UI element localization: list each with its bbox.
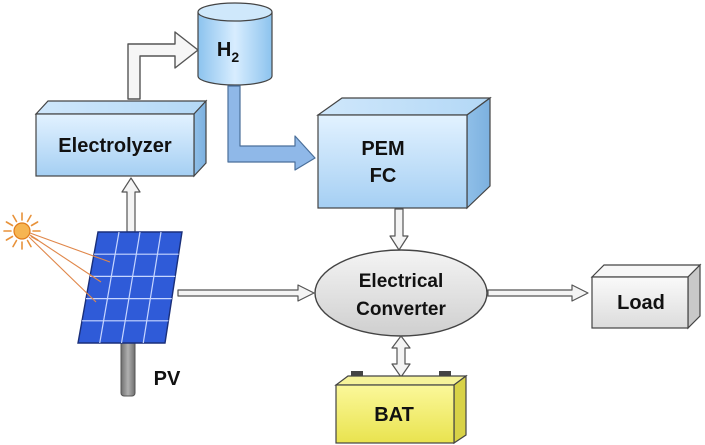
arrow-converter-battery <box>391 335 411 378</box>
pem-fc-label-line1: PEM <box>361 138 404 160</box>
sun-ray <box>26 239 32 248</box>
electrolyzer-label: Electrolyzer <box>58 135 172 157</box>
h2-label: H2 <box>217 39 239 65</box>
panel-grid-line <box>120 231 141 344</box>
solar-panel-icon <box>77 231 183 344</box>
pv-pole <box>120 335 136 397</box>
hydrogen-tank-icon: H2 <box>197 2 273 86</box>
battery-icon: BAT <box>334 371 468 445</box>
electrolyzer-box: Electrolyzer <box>34 99 208 178</box>
battery-label: BAT <box>374 404 414 426</box>
panel-grid-line <box>99 231 120 344</box>
converter-label-line1: Electrical <box>359 271 444 292</box>
sun-icon <box>3 212 111 303</box>
load-box: Load <box>590 263 702 330</box>
arrow-converter-to-load <box>487 284 589 302</box>
sun-ray <box>5 221 14 227</box>
pv-label: PV <box>154 368 181 390</box>
arrow-pv-to-electrolyzer <box>121 177 141 233</box>
sun-ray <box>12 239 18 248</box>
sun-ray <box>5 235 14 241</box>
arrow-pem-to-converter <box>389 208 409 251</box>
arrow-h2-to-pem <box>227 85 316 171</box>
sun-ray <box>26 214 32 223</box>
pem-fc-label-line2: FC <box>370 165 397 187</box>
arrow-pv-to-converter <box>177 284 315 302</box>
pem-fc-box: PEM FC <box>316 96 492 210</box>
h2-label-subscript: 2 <box>231 49 239 65</box>
load-label: Load <box>617 292 665 314</box>
sun-ray <box>30 221 39 227</box>
h2-label-main: H <box>217 39 231 61</box>
converter-label-line2: Converter <box>356 299 446 320</box>
arrow-electrolyzer-to-h2 <box>127 31 199 100</box>
panel-grid-line <box>142 231 162 344</box>
electrical-converter: Electrical Converter <box>314 249 488 337</box>
sun-ray <box>12 214 18 223</box>
